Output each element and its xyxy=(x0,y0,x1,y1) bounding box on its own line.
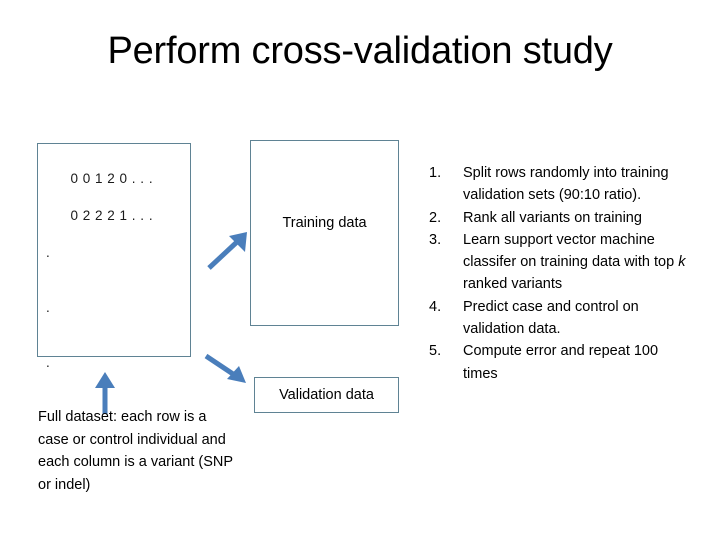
matrix-row: 0 0 1 2 0 . . . xyxy=(70,170,154,186)
validation-data-box: Validation data xyxy=(254,377,399,413)
page-title: Perform cross-validation study xyxy=(107,30,613,72)
step-number: 1. xyxy=(429,165,442,181)
matrix-ellipsis-dot: . xyxy=(46,354,51,370)
list-item: 3. Learn support vector machine classife… xyxy=(429,229,691,296)
arrow-down-right-icon xyxy=(204,353,246,383)
matrix-rows: 0 0 1 2 0 . . . 0 2 2 2 1 . . . . . . xyxy=(45,151,153,409)
step-text-part: ranked variants xyxy=(463,276,563,293)
full-dataset-matrix-box: 0 0 1 2 0 . . . 0 2 2 2 1 . . . . . . xyxy=(37,143,191,370)
step-number: 2. xyxy=(429,209,442,226)
arrow-up-right-icon xyxy=(207,232,247,270)
list-item: 5. Compute error and repeat 100 times xyxy=(429,340,691,385)
step-text: Compute error and repeat 100 times xyxy=(463,343,659,382)
step-text: Predict case and control on validation d… xyxy=(463,298,639,338)
validation-data-label: Validation data xyxy=(279,387,374,403)
step-text-part: Learn support vector machine classifer o… xyxy=(463,231,679,271)
arrow-up-icon xyxy=(95,372,115,414)
list-item: 2. Rank all variants on training xyxy=(429,207,691,229)
training-data-box: Training data xyxy=(250,140,399,326)
list-item: 4. Predict case and control on validatio… xyxy=(429,296,691,341)
step-number: 3. xyxy=(429,231,442,248)
full-dataset-caption: Full dataset: each row is a case or cont… xyxy=(38,409,233,493)
list-item: 1. Split rows randomly into training val… xyxy=(429,162,691,207)
training-data-label: Training data xyxy=(282,215,367,231)
step-number: 4. xyxy=(429,298,442,315)
procedure-step-list: 1. Split rows randomly into training val… xyxy=(429,162,691,385)
step-number: 5. xyxy=(429,343,442,360)
matrix-ellipsis-dot: . xyxy=(46,299,51,315)
matrix-ellipsis-dot: . xyxy=(46,244,51,260)
matrix-row: 0 2 2 2 1 . . . xyxy=(70,207,154,223)
step-text: Learn support vector machine classifer o… xyxy=(463,229,691,296)
step-text: Rank all variants on training xyxy=(463,209,642,226)
step-text-italic-variable: k xyxy=(678,254,686,271)
step-text: Split rows randomly into training valida… xyxy=(463,165,669,204)
